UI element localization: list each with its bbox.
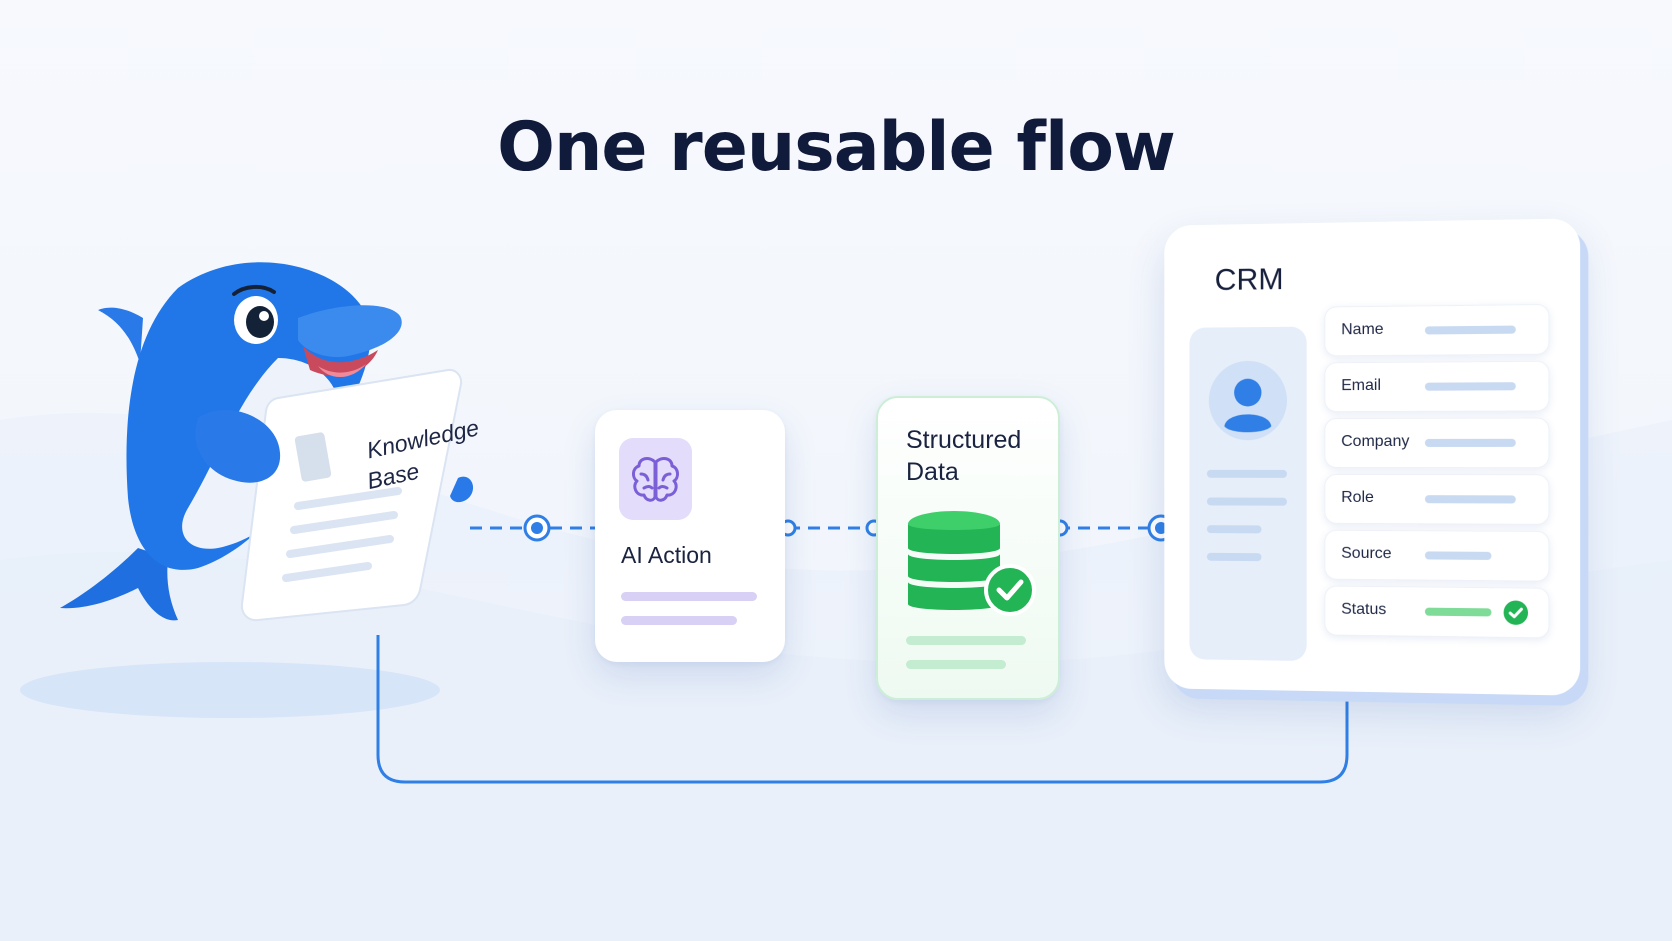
- crm-field-value-bar: [1425, 551, 1492, 560]
- knowledge-base-document: [242, 370, 461, 620]
- ai-action-label: AI Action: [621, 542, 712, 569]
- connector-node-1: [525, 516, 549, 540]
- crm-field-email[interactable]: Email: [1324, 361, 1549, 412]
- crm-field-value-bar: [1425, 439, 1516, 447]
- crm-field-status[interactable]: Status: [1324, 586, 1549, 639]
- structured-data-label: Structured Data: [906, 424, 1046, 488]
- crm-field-label: Email: [1341, 377, 1381, 395]
- crm-field-company[interactable]: Company: [1324, 417, 1549, 468]
- structured-data-card[interactable]: Structured Data: [876, 396, 1060, 700]
- crm-profile-column: [1189, 327, 1306, 661]
- crm-field-role[interactable]: Role: [1324, 474, 1549, 525]
- ai-placeholder-bar-2: [621, 616, 737, 625]
- profile-placeholder-bar-1: [1207, 470, 1287, 478]
- data-placeholder-bar-1: [906, 636, 1026, 645]
- crm-field-label: Name: [1341, 321, 1383, 339]
- structured-data-label-line2: Data: [906, 456, 1046, 488]
- crm-panel[interactable]: CRM Name Email Company Role Source Statu…: [1164, 218, 1580, 695]
- avatar: [1209, 361, 1287, 441]
- crm-field-label: Source: [1341, 545, 1391, 563]
- user-avatar-icon: [1209, 361, 1287, 441]
- crm-field-label: Status: [1341, 601, 1386, 620]
- data-placeholder-bar-2: [906, 660, 1006, 669]
- ai-icon-tile: [619, 438, 692, 520]
- check-badge-icon: [986, 566, 1034, 614]
- structured-data-label-line1: Structured: [906, 424, 1046, 456]
- crm-title: CRM: [1215, 261, 1284, 298]
- profile-placeholder-bar-2: [1207, 498, 1287, 506]
- crm-field-label: Role: [1341, 489, 1374, 507]
- crm-field-name[interactable]: Name: [1324, 304, 1549, 356]
- crm-field-value-bar: [1425, 326, 1516, 335]
- profile-placeholder-bar-4: [1207, 553, 1262, 561]
- database-check-icon: [906, 510, 1036, 620]
- crm-field-label: Company: [1341, 433, 1409, 451]
- crm-field-source[interactable]: Source: [1324, 530, 1549, 582]
- status-check-icon: [1504, 600, 1528, 625]
- crm-status-bar: [1425, 608, 1492, 617]
- profile-placeholder-bar-3: [1207, 525, 1262, 533]
- ai-placeholder-bar-1: [621, 592, 757, 601]
- crm-field-value-bar: [1425, 495, 1516, 503]
- ai-action-card[interactable]: AI Action: [595, 410, 785, 662]
- brain-icon: [619, 438, 692, 520]
- crm-field-value-bar: [1425, 382, 1516, 391]
